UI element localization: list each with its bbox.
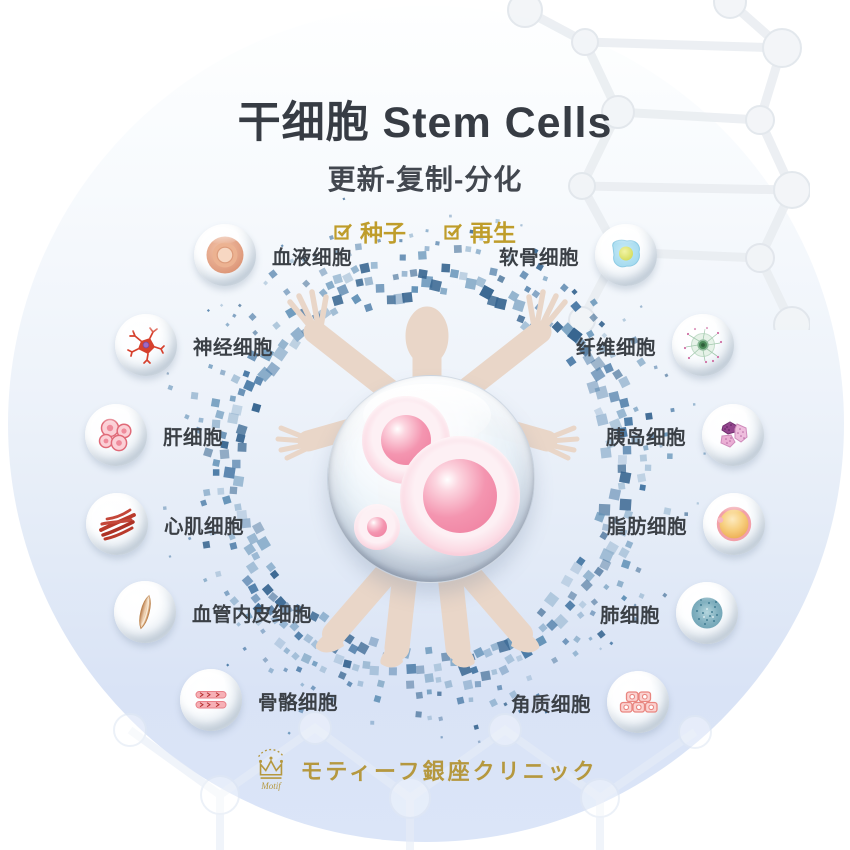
cell-item-islet: 胰岛细胞: [606, 404, 764, 466]
cell-nucleus: [423, 459, 497, 533]
cell-label: 脂肪细胞: [606, 515, 687, 538]
skeletal-cell-icon: [180, 669, 242, 731]
cell-label: 血管内皮细胞: [192, 603, 313, 626]
tag-label: 种子: [360, 220, 406, 246]
cell-item-blood: 血液细胞: [194, 224, 352, 286]
cell-item-fat: 脂肪细胞: [607, 493, 765, 555]
cartilage-cell-icon: [595, 224, 657, 286]
cell-label: 神经细胞: [193, 336, 274, 359]
cell-item-nerve: 神经细胞: [115, 314, 273, 376]
logo-text: Motif: [261, 781, 283, 791]
cell-item-fibroblast: 纤维细胞: [576, 314, 734, 376]
cell-label: 心肌细胞: [164, 515, 245, 538]
cell-label: 纤维细胞: [575, 336, 656, 359]
cell-item-skeletal: 骨骼细胞: [180, 669, 338, 731]
tag-label: 再生: [470, 220, 516, 246]
pancreatic-islet-cell-icon: [702, 404, 764, 466]
fat-cell-icon: [703, 493, 765, 555]
cell-item-liver: 肝细胞: [85, 404, 223, 466]
vascular-endothelial-cell-icon: [114, 581, 176, 643]
lung-cell-icon: [676, 582, 738, 644]
stem-cell-small: [354, 504, 400, 550]
tag-seed: 种子: [334, 214, 406, 248]
tag-regeneration: 再生: [444, 214, 516, 248]
cell-item-endothelial: 血管内皮细胞: [114, 581, 312, 643]
clinic-logo: Motif モティーフ銀座クリニック: [0, 748, 850, 792]
cell-label: 肺细胞: [599, 604, 660, 627]
cardiac-muscle-cell-icon: [86, 493, 148, 555]
cell-label: 血液细胞: [272, 246, 353, 269]
dna-molecule-decoration-bottom: [113, 711, 712, 850]
liver-cell-icon: [85, 404, 147, 466]
cell-item-cardiac: 心肌细胞: [86, 493, 244, 555]
fibroblast-cell-icon: [672, 314, 734, 376]
cell-item-keratinocyte: 角质细胞: [511, 671, 669, 733]
cell-label: 骨骼细胞: [258, 691, 339, 714]
cell-nucleus: [367, 517, 387, 537]
checkbox-icon: [444, 223, 462, 240]
nerve-cell-icon: [115, 314, 177, 376]
stem-cell-large: [400, 436, 520, 556]
cell-label: 角质细胞: [510, 693, 591, 716]
feature-tags: 种子 再生: [0, 214, 850, 248]
cell-item-cartilage: 软骨细胞: [499, 224, 657, 286]
checkbox-icon: [334, 223, 352, 240]
cell-label: 软骨细胞: [498, 246, 579, 269]
clinic-name: モティーフ銀座クリニック: [300, 759, 598, 784]
header: 干细胞 Stem Cells 更新-复制-分化 种子 再生: [0, 88, 850, 248]
keratinocyte-cell-icon: [607, 671, 669, 733]
page-subtitle: 更新-复制-分化: [327, 164, 523, 195]
page-title: 干细胞 Stem Cells: [237, 99, 613, 147]
blood-cell-icon: [194, 224, 256, 286]
cell-label: 肝细胞: [163, 426, 224, 449]
cell-label: 胰岛细胞: [605, 426, 686, 449]
cell-item-lung: 肺细胞: [600, 582, 738, 644]
crown-icon: Motif: [258, 748, 285, 791]
stem-cell-sphere: [327, 375, 535, 583]
